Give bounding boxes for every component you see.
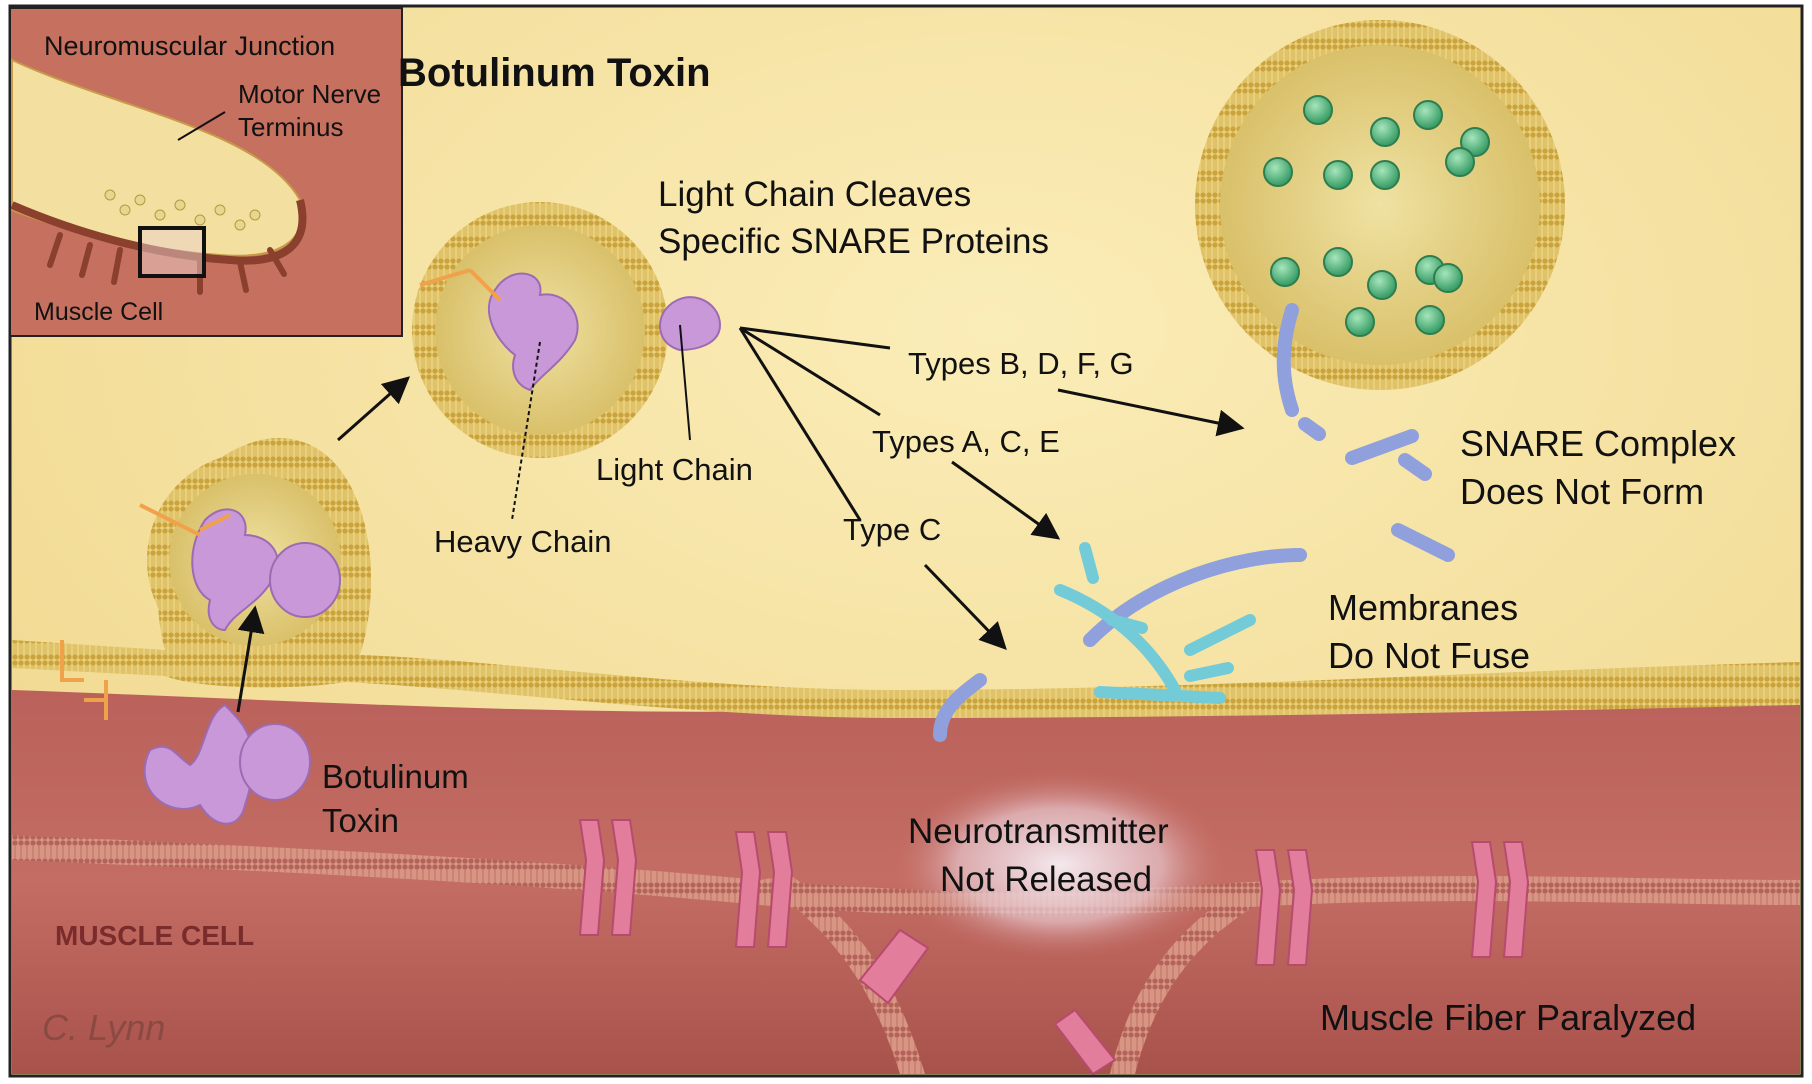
label-not-released: Not Released xyxy=(940,860,1152,899)
label-snare-complex: SNARE Complex xyxy=(1460,423,1736,464)
inset-title: Neuromuscular Junction xyxy=(44,31,335,61)
label-do-not-fuse: Do Not Fuse xyxy=(1328,635,1530,676)
label-types-bdfg: Types B, D, F, G xyxy=(908,346,1134,381)
label-type-c: Type C xyxy=(843,512,941,547)
diagram-title: Botulinum Toxin xyxy=(398,51,711,95)
artist-signature: C. Lynn xyxy=(42,1007,165,1048)
label-heavy-chain: Heavy Chain xyxy=(434,524,611,559)
label-light-chain: Light Chain xyxy=(596,452,753,487)
inset-motor-nerve-label: Motor Nerve xyxy=(238,79,381,109)
inset-terminus-label: Terminus xyxy=(238,112,343,142)
label-types-ace: Types A, C, E xyxy=(872,424,1060,459)
label-botulinum: Botulinum xyxy=(322,758,469,795)
label-muscle-fiber-paralyzed: Muscle Fiber Paralyzed xyxy=(1320,997,1696,1038)
label-toxin: Toxin xyxy=(322,802,399,839)
label-does-not-form: Does Not Form xyxy=(1460,471,1704,512)
label-neurotransmitter: Neurotransmitter xyxy=(908,812,1169,851)
inset-neuromuscular-junction: Neuromuscular Junction Motor Nerve Termi… xyxy=(10,8,402,336)
label-specific-snare: Specific SNARE Proteins xyxy=(658,222,1049,261)
label-light-chain-cleaves: Light Chain Cleaves xyxy=(658,175,971,214)
synaptic-vesicle xyxy=(1195,20,1565,390)
inset-muscle-cell-label: Muscle Cell xyxy=(34,298,163,326)
label-membranes: Membranes xyxy=(1328,587,1518,628)
label-muscle-cell: MUSCLE CELL xyxy=(55,920,254,951)
